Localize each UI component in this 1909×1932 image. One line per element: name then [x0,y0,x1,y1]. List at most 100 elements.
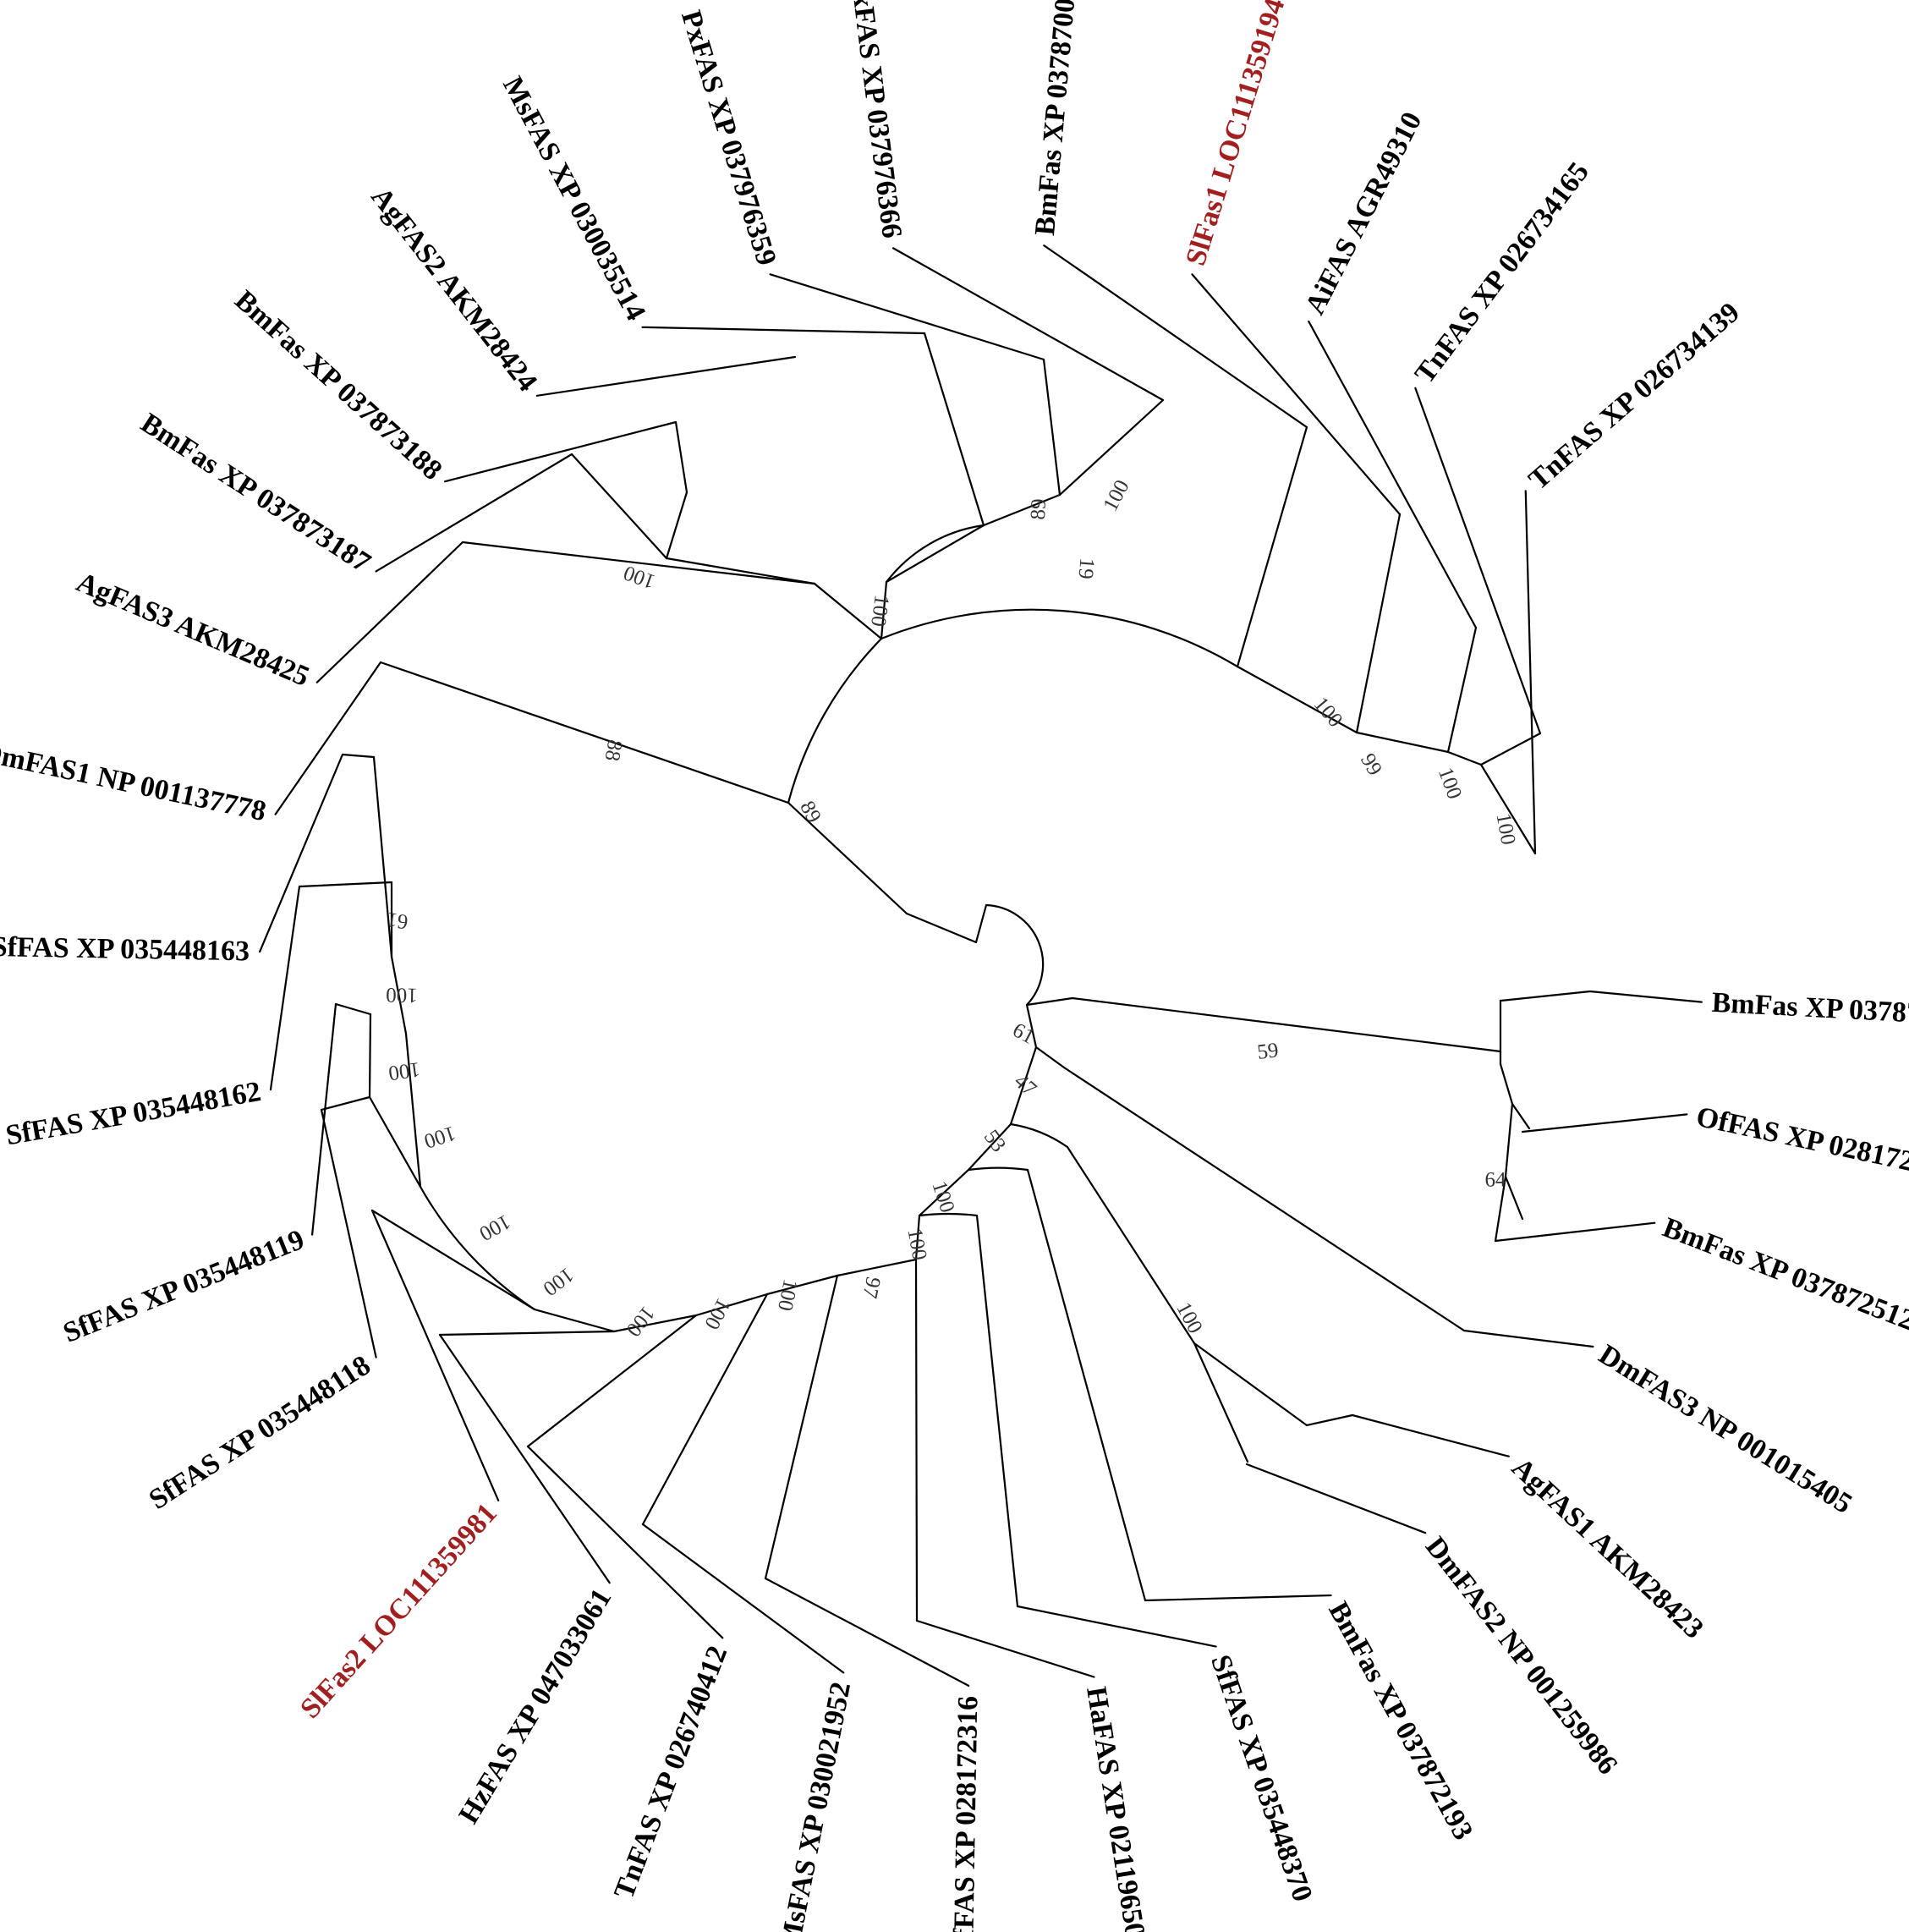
leaf-label: BmFas XP 037870080 [1029,0,1083,237]
branch-65 [1355,513,1402,734]
branch-28 [641,1293,769,1526]
branch-46 [787,801,908,915]
leaf-label: PxFAS XP 037976359 [675,7,782,269]
branch-15 [1066,1145,1196,1345]
branch-3 [1025,1003,1038,1049]
leaf-label: AgFAS3 AKM28425 [72,567,314,693]
branch-36 [368,1095,422,1188]
leaf-connector [1351,1413,1510,1457]
branch-50 [880,608,1239,668]
branch-30 [526,1314,698,1448]
branch-43 [298,881,393,888]
branch-39 [320,1095,371,1111]
tree-branches [259,244,1703,1687]
leaf-connector [915,1619,1095,1678]
leaf-connector [1191,273,1402,516]
bootstrap-value: 47 [1010,1070,1041,1101]
branch-45 [905,912,978,944]
bootstrap-value: 100 [1491,811,1519,847]
leaf-label: SfFAS XP 035448370 [1204,1651,1318,1906]
leaf-label: HaFAS XP 021196503 [1080,1685,1153,1932]
leaf-label: MsFAS XP 030021952 [775,1680,857,1932]
leaf-label: OfFAS XP 028172316 [948,1696,984,1932]
branch-24 [914,1258,919,1622]
bootstrap-value: 89 [1027,498,1050,520]
leaf-label: TnFAS XP 026734139 [1523,297,1746,497]
branch-64 [1236,665,1358,734]
leaf-label: BmFas XP 037873188 [228,284,447,486]
bootstrap-value: 100 [699,1294,734,1333]
leaf-connector [1494,1221,1656,1243]
leaf-label: HzFAS XP 047033061 [453,1583,618,1830]
branch-13 [1009,1122,1069,1149]
branch-21 [918,1212,979,1217]
branch-0 [985,903,1045,1007]
branch-47 [787,637,883,804]
leaf-connector [269,885,301,1091]
branch-55 [674,420,688,494]
leaf-label: PxFAS XP 037976366 [844,0,908,240]
bootstrap-value: 100 [386,983,418,1007]
leaf-connector [764,1577,970,1687]
bootstrap-value: 100 [1099,476,1133,515]
branch-41 [372,755,393,958]
branch-7 [1499,1062,1531,1130]
branch-51 [461,541,816,585]
leaf-label: BmFas XP 037872193 [1322,1597,1478,1846]
branch-16 [1193,1342,1249,1463]
branch-66 [1355,731,1450,754]
branch-14 [967,1122,1012,1172]
branch-60 [982,493,1061,527]
branch-18 [967,1166,1029,1172]
leaf-connector [526,1445,724,1639]
bootstrap-value: 100 [1434,765,1466,802]
branch-58 [885,524,985,584]
bootstrap-value: 100 [1309,693,1347,732]
branch-49 [813,582,883,640]
branch-67 [1446,626,1478,754]
branch-62 [1058,398,1165,497]
leaf-connector [1462,1329,1594,1348]
bootstrap-value: 88 [601,738,627,762]
branch-68 [1446,750,1483,766]
bootstrap-value: 19 [1073,557,1098,579]
leaf-label: BmFas XP 037872513 [1711,987,1909,1032]
bootstrap-value: 89 [795,798,826,827]
leaf-connector [311,1002,337,1236]
leaf-label: DmFAS2 NP 001259986 [1419,1531,1624,1781]
leaf-label: SfFAS XP 035448118 [144,1350,376,1516]
bootstrap-value: 100 [1171,1298,1206,1337]
branch-17 [1193,1342,1354,1427]
branch-40 [334,1002,372,1016]
leaf-connector [1588,990,1703,1003]
bootstrap-value: 100 [539,1263,578,1300]
bootstrap-value: 100 [421,1121,458,1152]
bootstrap-value: 100 [773,1277,802,1313]
bootstrap-value: 59 [1256,1039,1280,1064]
bootstrap-value: 100 [902,1227,930,1262]
leaf-connector [370,1209,500,1502]
leaf-connector [1043,244,1308,429]
branch-25 [836,1258,918,1277]
leaf-connector [641,326,926,335]
branch-9 [1494,1175,1507,1243]
leaf-label: MsFAS XP 030035514 [496,72,651,326]
leaf-connector [535,355,797,397]
leaf-connector [1524,490,1537,855]
leaf-connector [1414,387,1542,735]
branch-29 [694,1293,769,1317]
leaf-connector [1016,1605,1217,1648]
branch-4 [1071,996,1502,1053]
branch-52 [665,557,816,585]
branch-63 [1236,425,1308,668]
leaf-connector [1245,1463,1427,1534]
branch-48 [379,661,790,804]
branch-27 [765,1274,839,1296]
bootstrap-value: 100 [866,594,893,628]
branch-54 [570,453,668,560]
branch-37 [390,955,422,1188]
branch-8 [1504,1102,1524,1221]
branch-20 [1026,1168,1147,1602]
